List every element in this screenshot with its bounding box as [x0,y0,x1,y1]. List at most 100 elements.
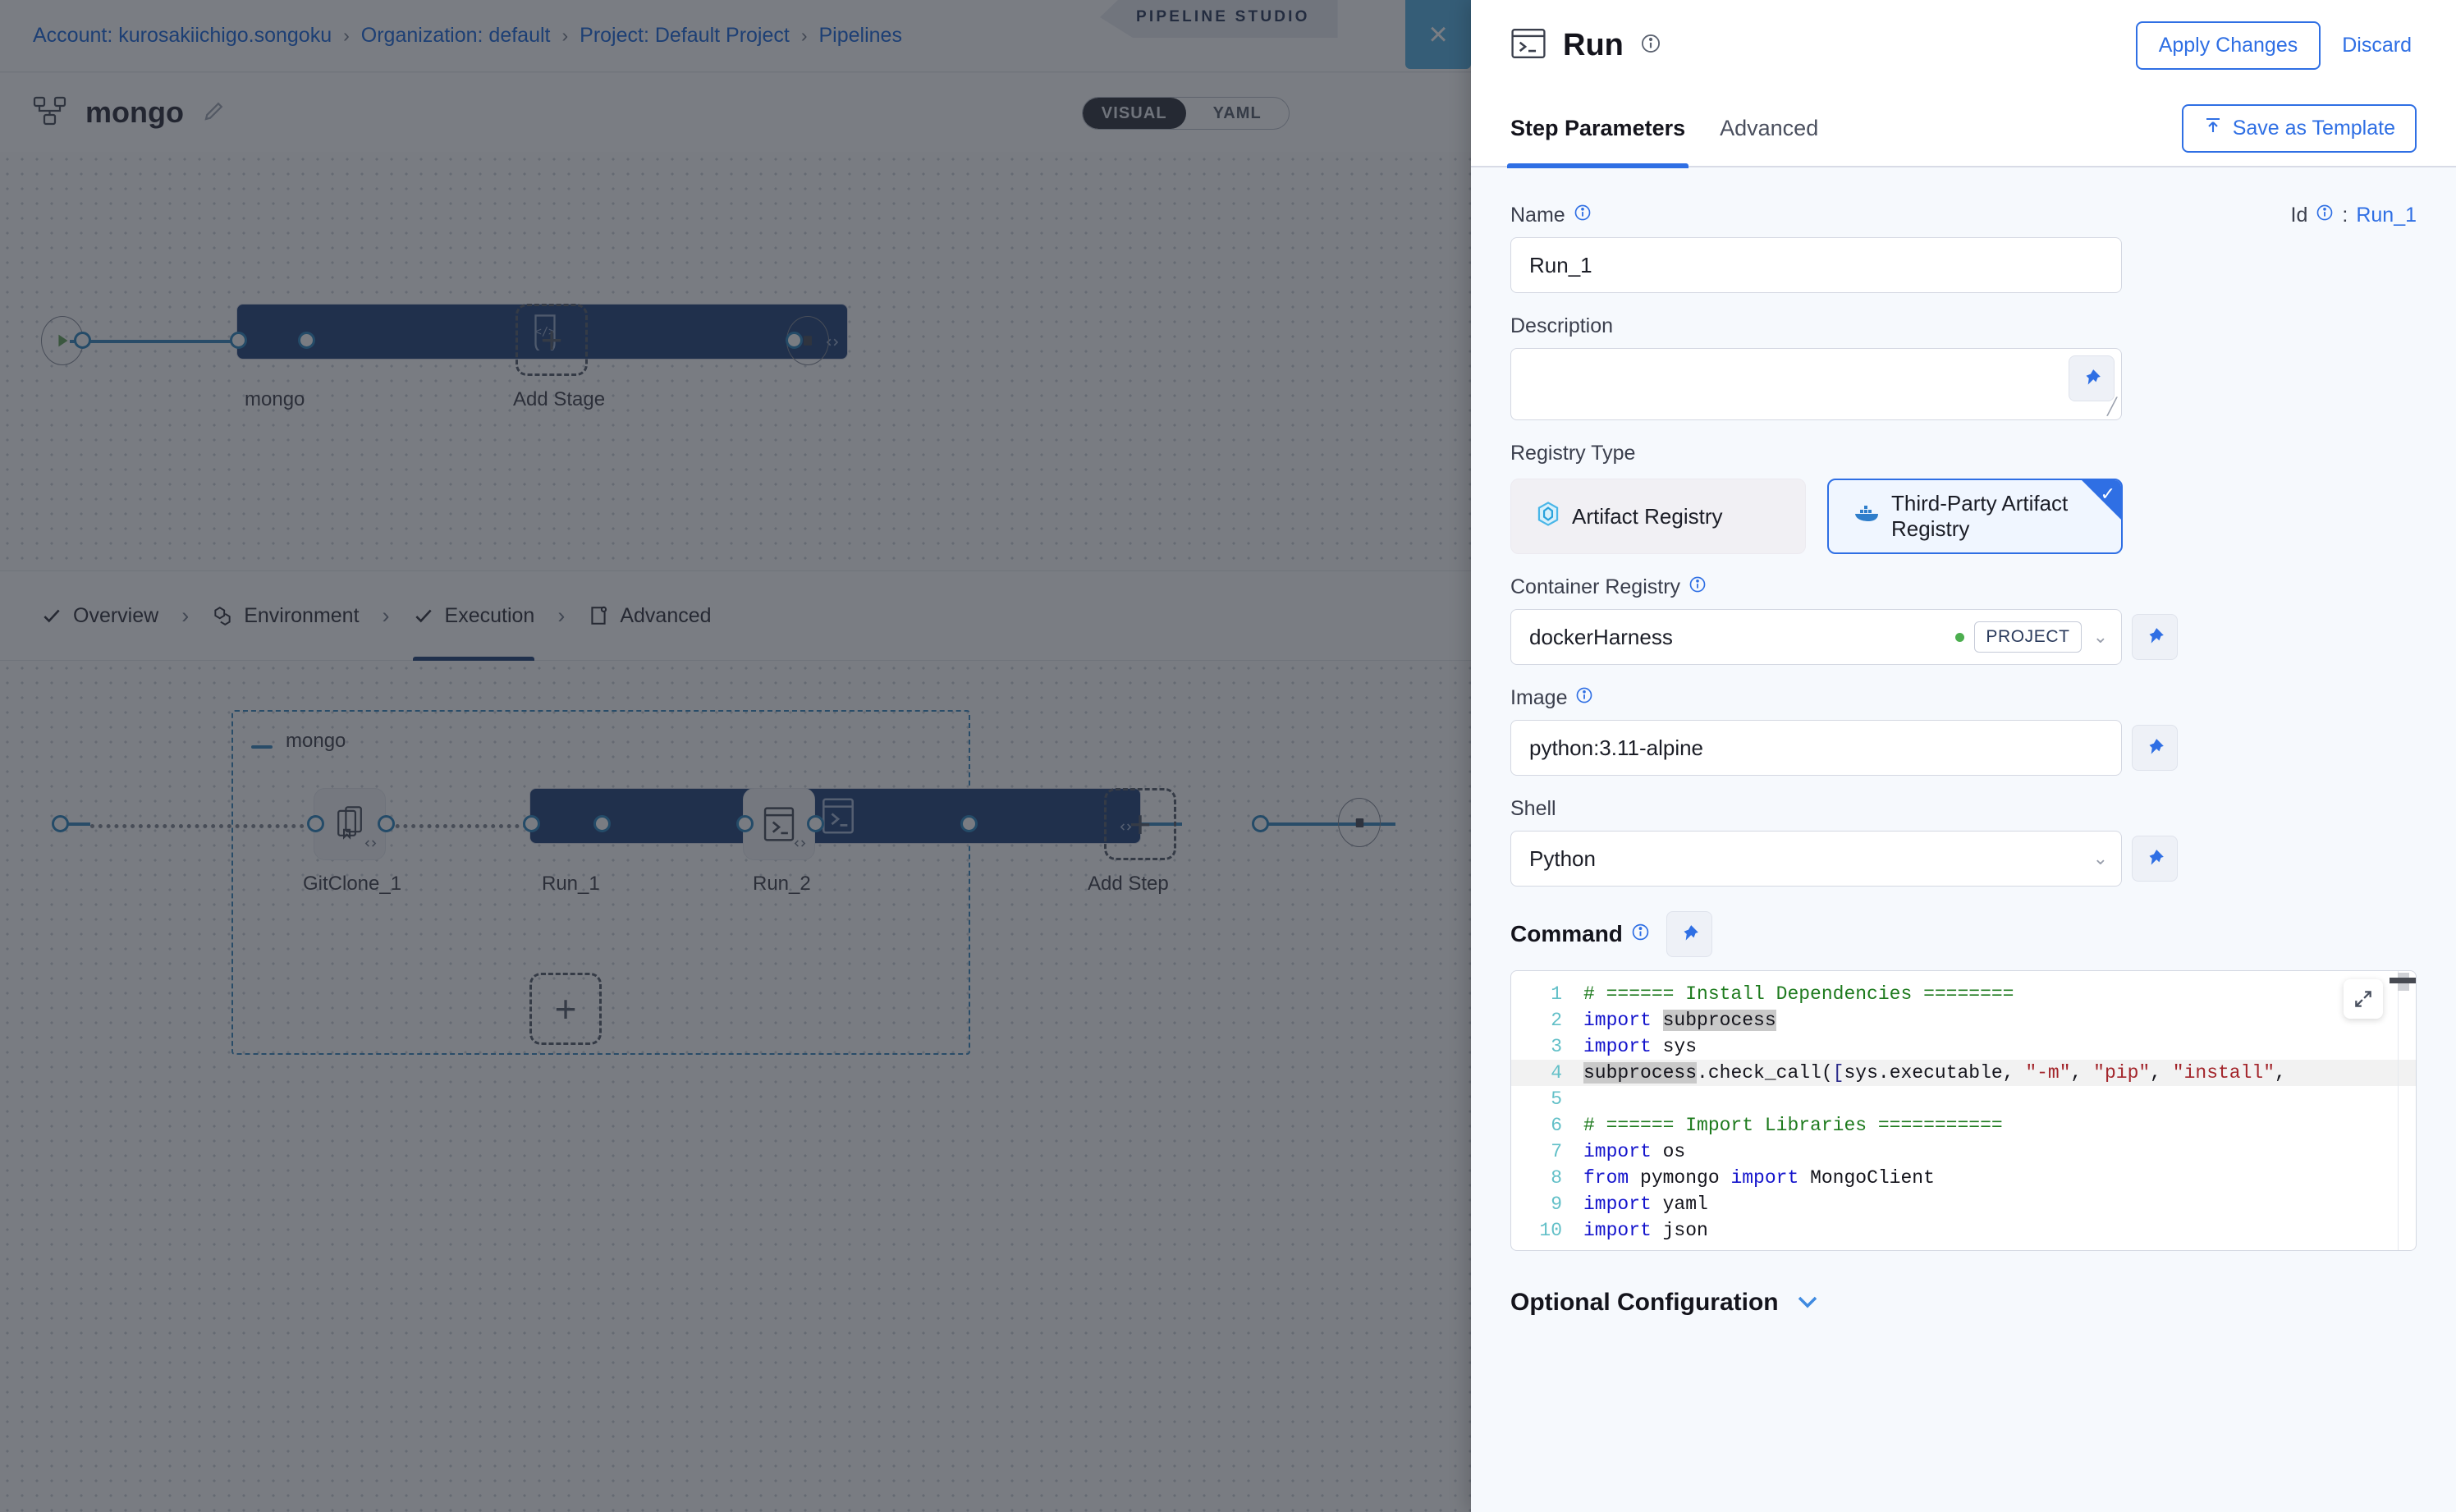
registry-option-artifact-registry[interactable]: Artifact Registry [1510,479,1806,554]
breadcrumb-project[interactable]: Project: Default Project [580,24,790,48]
editor-scrollbar[interactable] [2398,971,2411,1250]
chevron-down-icon[interactable]: ⌄ [2093,848,2108,869]
breadcrumb-separator: › [343,25,350,47]
code-token: "-m" [2025,1062,2070,1084]
code-line[interactable]: 5 [1511,1086,2416,1112]
name-input[interactable]: Run_1 [1510,237,2122,293]
expand-editor-icon[interactable] [2344,979,2383,1019]
chevron-down-icon[interactable]: ⌄ [2093,626,2108,648]
code-line[interactable]: 7import os [1511,1139,2416,1165]
apply-changes-button[interactable]: Apply Changes [2136,21,2321,70]
pipeline-tree-icon [33,95,67,131]
discard-button[interactable]: Discard [2337,27,2417,64]
code-token: yaml [1663,1194,1708,1215]
step-config-drawer: Run Apply Changes Discard Step Parameter… [1471,0,2456,1512]
tab-chevron-icon: › [181,603,189,629]
tab-advanced[interactable]: Advanced [1720,89,1818,167]
drawer-body: Name Id : Run_1 Run_1 Description [1471,167,2456,1512]
code-token: MongoClient [1810,1167,1935,1189]
edit-pencil-icon[interactable] [202,99,227,127]
code-token: , [2150,1062,2173,1084]
shell-row: Python ⌄ [1510,831,2417,887]
tab-environment[interactable]: Environment [212,570,359,661]
breadcrumb-separator: › [801,25,808,47]
code-lines[interactable]: 1# ====== Install Dependencies ========2… [1511,971,2416,1250]
pin-description-button[interactable] [2069,355,2115,401]
save-as-template-label: Save as Template [2233,117,2395,140]
step-label-run-2: Run_2 [753,873,811,896]
code-token: # ====== Install Dependencies ======== [1583,983,2014,1005]
breadcrumb-account[interactable]: Account: kurosakiichigo.songoku [33,24,332,48]
pin-image-button[interactable] [2132,725,2178,771]
code-line[interactable]: 6# ====== Import Libraries =========== [1511,1112,2416,1139]
drawer-tabs[interactable]: Step Parameters Advanced Save as Templat… [1471,90,2456,167]
add-step-inline-button[interactable]: + [529,973,602,1045]
code-line[interactable]: 8from pymongo import MongoClient [1511,1165,2416,1191]
info-icon[interactable] [1574,204,1592,227]
mode-yaml[interactable]: YAML [1186,98,1290,129]
code-line[interactable]: 9import yaml [1511,1191,2416,1217]
registry-option-third-party-artifact-registry[interactable]: Third-Party Artifact Registry ✓ [1827,479,2123,554]
code-line[interactable]: 4subprocess.check_call([sys.executable, … [1511,1060,2416,1086]
code-line[interactable]: 10import json [1511,1217,2416,1244]
command-code-editor[interactable]: 1# ====== Install Dependencies ========2… [1510,970,2417,1251]
step-group-label: mongo [286,730,346,753]
tab-step-parameters[interactable]: Step Parameters [1510,89,1685,167]
pin-shell-button[interactable] [2132,836,2178,882]
code-token: [ [1833,1062,1844,1084]
pipeline-studio-canvas: Account: kurosakiichigo.songoku › Organi… [0,0,1471,1512]
stage-section-tabs[interactable]: Overview › Environment › Execution › Adv… [0,570,1471,661]
code-token: pymongo [1640,1167,1730,1189]
step-node-run-1[interactable] [529,788,1141,844]
view-mode-toggle[interactable]: VISUAL YAML [1082,97,1290,130]
command-header: Command [1510,911,2417,957]
stage-canvas[interactable]: </> + mongo Add Stage [0,152,1471,570]
registry-type-label: Registry Type [1510,442,2417,465]
info-icon[interactable] [1575,686,1593,710]
tab-overview[interactable]: Overview [41,570,158,661]
tab-advanced[interactable]: Advanced [588,570,711,661]
description-textarea[interactable]: ╱ [1510,348,2122,420]
container-registry-select[interactable]: dockerHarness PROJECT ⌄ [1510,609,2122,665]
breadcrumb-pipelines[interactable]: Pipelines [819,24,902,48]
code-text: # ====== Install Dependencies ======== [1583,983,2014,1005]
step-node-run-2[interactable] [743,788,815,860]
resize-grip-icon[interactable]: ╱ [2107,396,2117,417]
tab-execution[interactable]: Execution [413,570,535,661]
group-collapse-icon[interactable] [251,740,273,754]
shell-select[interactable]: Python ⌄ [1510,831,2122,887]
add-stage-button[interactable]: + [515,304,588,376]
optional-configuration-toggle[interactable]: Optional Configuration [1510,1289,2417,1317]
registry-type-options[interactable]: Artifact Registry Third-Party Artifact R… [1510,479,2417,554]
code-token: json [1663,1220,1708,1241]
chevron-down-icon[interactable] [1795,1289,1820,1317]
info-icon[interactable] [1688,575,1707,599]
tab-execution-label: Execution [445,604,535,628]
code-token: import [1583,1220,1663,1241]
line-number: 9 [1511,1194,1562,1215]
breadcrumb-organization[interactable]: Organization: default [361,24,551,48]
info-icon[interactable] [2316,204,2334,227]
code-token: import [1583,1036,1663,1057]
code-line[interactable]: 2import subprocess [1511,1007,2416,1033]
add-step-button[interactable]: + [1104,788,1176,860]
step-node-gitclone-1[interactable] [314,788,386,860]
info-icon[interactable] [1640,33,1661,58]
code-line[interactable]: 3import sys [1511,1033,2416,1060]
step-id-value: Run_1 [2356,204,2417,227]
add-stage-label: Add Stage [513,388,605,411]
mode-visual[interactable]: VISUAL [1083,98,1186,129]
code-token: sys [1663,1036,1697,1057]
close-icon[interactable]: × [1405,0,1471,69]
image-input[interactable]: python:3.11-alpine [1510,720,2122,776]
steps-end-node[interactable] [1338,798,1381,847]
code-token: , [2275,1062,2286,1084]
steps-canvas[interactable]: mongo [0,661,1471,1512]
registry-option-label: Artifact Registry [1572,504,1723,529]
optional-configuration-label: Optional Configuration [1510,1289,1779,1317]
save-as-template-button[interactable]: Save as Template [2182,104,2417,153]
pin-container-registry-button[interactable] [2132,614,2178,660]
info-icon[interactable] [1631,921,1650,947]
pin-command-button[interactable] [1666,911,1712,957]
code-line[interactable]: 1# ====== Install Dependencies ======== [1511,981,2416,1007]
